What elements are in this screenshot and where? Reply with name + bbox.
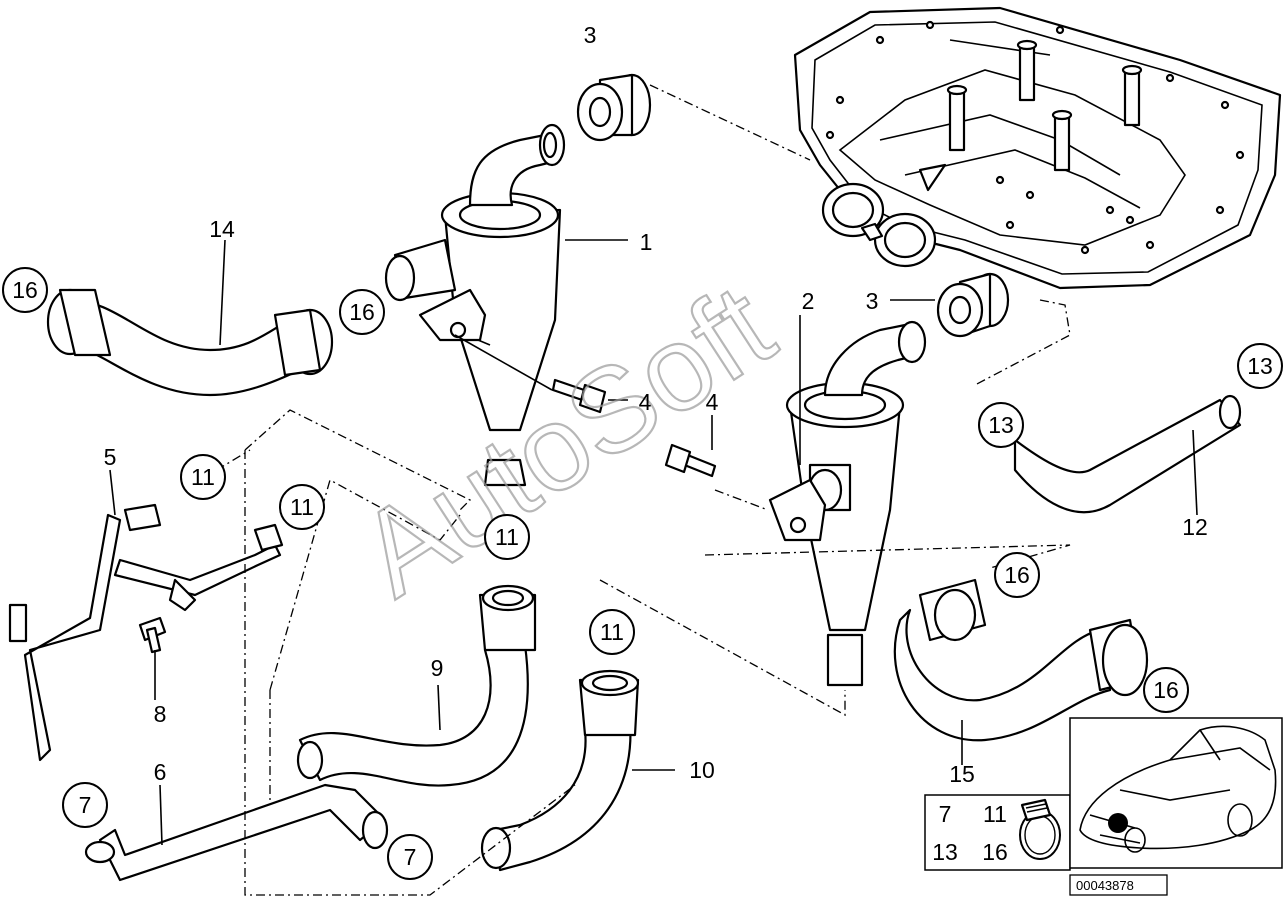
oil-separator-2: [768, 320, 927, 687]
hose-10: [480, 669, 640, 872]
legend-item: 7: [939, 801, 952, 827]
callout-12: 12: [1182, 514, 1208, 540]
oil-separator-1: [384, 123, 566, 487]
svg-text:16: 16: [1153, 677, 1179, 703]
callout-3: 3: [866, 288, 879, 314]
pipe-5: [8, 503, 284, 762]
callout-circle-7: 7: [387, 834, 433, 880]
callout-circle-13: 13: [978, 402, 1024, 448]
bolt-4-left: [551, 378, 607, 414]
svg-text:7: 7: [404, 844, 417, 870]
callout-4: 4: [706, 389, 719, 415]
svg-text:11: 11: [600, 619, 624, 645]
legend-item: 13: [932, 839, 958, 865]
callout-circle-16: 16: [994, 552, 1040, 598]
car-locator-inset: 00043878: [1069, 717, 1283, 896]
clamp-legend: 7 11 13 16: [924, 794, 1071, 871]
svg-text:11: 11: [495, 524, 519, 550]
svg-text:13: 13: [988, 412, 1014, 438]
watermark: AutoSoft: [336, 259, 795, 622]
callout-5: 5: [104, 444, 117, 470]
hose-clamp-icon: [1019, 798, 1061, 860]
callout-circle-7: 7: [62, 782, 108, 828]
callout-3: 3: [584, 22, 597, 48]
callout-circle-11: 11: [589, 609, 635, 655]
callout-1: 1: [640, 229, 653, 255]
intake-manifold: [793, 6, 1282, 290]
legend-item: 16: [982, 839, 1008, 865]
grommet-3-upper: [576, 73, 652, 142]
callout-6: 6: [154, 759, 167, 785]
svg-text:7: 7: [79, 792, 92, 818]
diagram-code: 00043878: [1076, 878, 1134, 893]
svg-text:16: 16: [12, 277, 38, 303]
callout-circle-16: 16: [1143, 667, 1189, 713]
callout-9: 9: [431, 655, 444, 681]
circled-callouts: 16 16 11 11 11 11 7 7: [2, 267, 1283, 880]
callout-14: 14: [209, 216, 235, 242]
svg-text:16: 16: [1004, 562, 1030, 588]
hose-9: [296, 584, 537, 787]
hose-12: [1013, 394, 1242, 514]
callout-10: 10: [689, 757, 715, 783]
component-location-marker: [1108, 813, 1128, 833]
connection-lines: [109, 84, 1198, 896]
hose-14: [46, 288, 334, 397]
hose-15: [893, 578, 1149, 742]
callout-8: 8: [154, 701, 167, 727]
callout-circle-16: 16: [339, 289, 385, 335]
grommet-3-lower: [936, 272, 1010, 338]
legend-item: 11: [983, 801, 1007, 827]
callout-circle-11: 11: [180, 454, 226, 500]
svg-text:11: 11: [191, 464, 215, 490]
callout-4: 4: [639, 389, 652, 415]
plain-callouts: 3 1 14 4 4 2 3 5 8 6 9 10 12 15: [104, 22, 1208, 787]
callout-2: 2: [802, 288, 815, 314]
callout-15: 15: [949, 761, 975, 787]
pipe-6: [84, 783, 389, 882]
callout-circle-16: 16: [2, 267, 48, 313]
callout-circle-11: 11: [484, 514, 530, 560]
svg-text:13: 13: [1247, 353, 1273, 379]
bolt-4-right: [664, 443, 717, 478]
callout-circle-11: 11: [279, 484, 325, 530]
svg-text:16: 16: [349, 299, 375, 325]
callout-circle-13: 13: [1237, 343, 1283, 389]
bolt-8: [138, 616, 167, 654]
svg-text:11: 11: [290, 494, 314, 520]
